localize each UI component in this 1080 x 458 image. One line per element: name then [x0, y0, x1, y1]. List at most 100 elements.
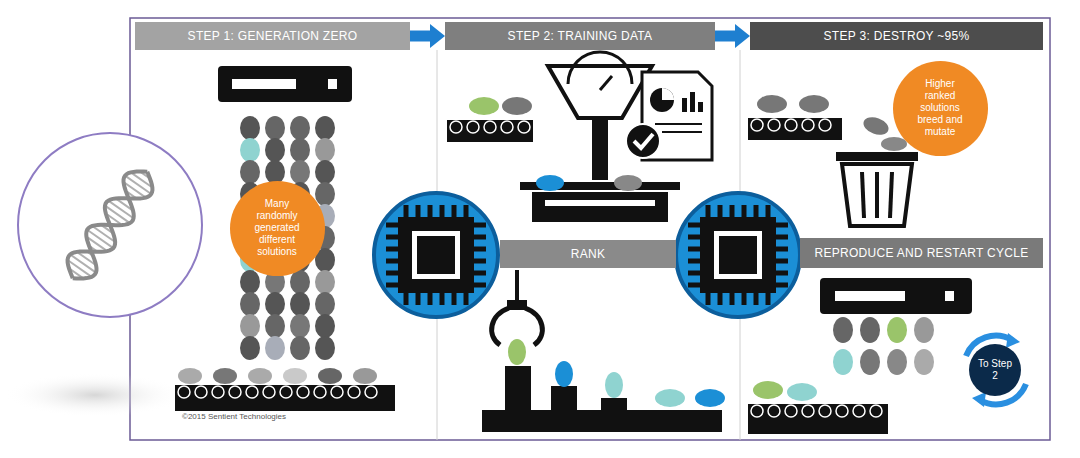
solution-oval: [265, 160, 285, 184]
conveyor-roller: [229, 386, 241, 398]
solution-oval: [240, 138, 260, 162]
solution-oval: [315, 182, 335, 206]
conveyor-roller: [819, 405, 831, 417]
solution-oval: [265, 336, 285, 360]
conveyor-roller: [280, 386, 292, 398]
sorting-steps: [505, 366, 531, 416]
callout-circle: Higher ranked solutions breed and mutate: [893, 61, 988, 156]
cycle-badge-fill: [969, 344, 1021, 396]
solution-oval: [240, 336, 260, 360]
claw-icon: [492, 308, 509, 345]
step3-top-ovals: [881, 137, 907, 151]
sorting-steps: [695, 389, 725, 407]
solution-oval: [315, 160, 335, 184]
report-icon: [626, 124, 660, 158]
server-icon: [835, 291, 905, 301]
band-label: RANK: [571, 247, 606, 261]
band-label: STEP 2: TRAINING DATA: [508, 29, 653, 43]
step-header-fill: [135, 22, 410, 50]
solution-oval: [290, 270, 310, 294]
conveyor-roller: [853, 405, 865, 417]
report-icon: [634, 134, 653, 148]
solution-oval: [315, 270, 335, 294]
conveyor-roller: [365, 386, 377, 398]
dna-badge: [5, 133, 202, 417]
copyright-note: ©2015 Sentient Technologies: [180, 412, 288, 421]
scale-icon: [536, 175, 564, 191]
server-icon: [945, 291, 954, 301]
report-icon: [682, 98, 687, 112]
callout-circle-fill: [893, 61, 988, 156]
conveyor-roller: [246, 386, 258, 398]
band-label: REPRODUCE AND RESTART CYCLE: [814, 246, 1028, 260]
cycle-arrows: [966, 333, 1026, 407]
conveyor-roller: [802, 405, 814, 417]
solution-oval: [240, 314, 260, 338]
scale-icon: [600, 76, 612, 90]
sorting-steps: [605, 372, 623, 398]
solution-oval: [290, 314, 310, 338]
report-icon: [626, 72, 712, 160]
chip-body: [700, 217, 776, 293]
offspring-ovals: [887, 349, 907, 375]
step2-top-ovals: [469, 97, 499, 115]
step-band-fill: [500, 240, 676, 268]
step3-top-ovals: [799, 95, 829, 113]
server-icon: [218, 66, 352, 102]
solution-oval: [290, 160, 310, 184]
cycle-badge: To Step 2: [969, 344, 1021, 396]
solution-oval: [315, 336, 335, 360]
report-icon: [662, 88, 674, 100]
trash-icon: [836, 152, 918, 161]
scale-icon: [614, 175, 642, 191]
step-band: RANK: [500, 240, 676, 268]
report-icon: [662, 131, 702, 133]
report-icon: [698, 102, 703, 112]
offspring-ovals: [887, 317, 907, 343]
conveyor-roller: [802, 119, 814, 131]
solution-oval: [290, 138, 310, 162]
chip-halo: [374, 193, 498, 317]
chip-die: [719, 236, 757, 274]
step-band-fill: [800, 238, 1043, 268]
offspring-ovals: [860, 349, 880, 375]
offspring-ovals: [787, 383, 817, 401]
trash-icon: [842, 164, 912, 226]
offspring-ovals: [914, 349, 934, 375]
server-icon: [820, 278, 972, 314]
server-icon: [232, 79, 296, 89]
cycle-arrows: [1006, 333, 1020, 348]
solution-oval: [240, 116, 260, 140]
sorting-steps: [482, 361, 725, 432]
dna-badge: [18, 133, 202, 317]
claw-icon: [507, 300, 527, 310]
conveyor-roller: [501, 121, 513, 133]
solution-oval: [290, 336, 310, 360]
conveyor-roller: [768, 405, 780, 417]
offspring-ovals: [753, 381, 783, 399]
report-icon: [655, 123, 702, 125]
solution-oval: [240, 270, 260, 294]
conveyor-roller: [870, 405, 882, 417]
conveyor-belt: [748, 404, 888, 434]
chip-core: [412, 231, 460, 279]
step-header-fill: [445, 22, 715, 50]
offspring-ovals: [860, 317, 880, 343]
solution-oval: [315, 292, 335, 316]
dna-strand: [60, 163, 161, 288]
dna-badge: [5, 373, 185, 417]
chip-icon: [374, 193, 800, 317]
conveyor-roller: [819, 119, 831, 131]
callout-circle: Many randomly generated different soluti…: [230, 181, 325, 276]
callout-text: Many randomly generated different soluti…: [246, 198, 308, 258]
step-header: STEP 1: GENERATION ZERO: [135, 22, 410, 50]
conveyor-roller: [263, 386, 275, 398]
conveyor: [353, 368, 377, 384]
step-header: STEP 3: DESTROY ~95%: [750, 22, 1043, 50]
conveyor-roller: [212, 386, 224, 398]
band-label: STEP 1: GENERATION ZERO: [188, 29, 358, 43]
solution-oval: [240, 160, 260, 184]
sorting-steps: [655, 389, 685, 407]
conveyor-roller: [751, 405, 763, 417]
